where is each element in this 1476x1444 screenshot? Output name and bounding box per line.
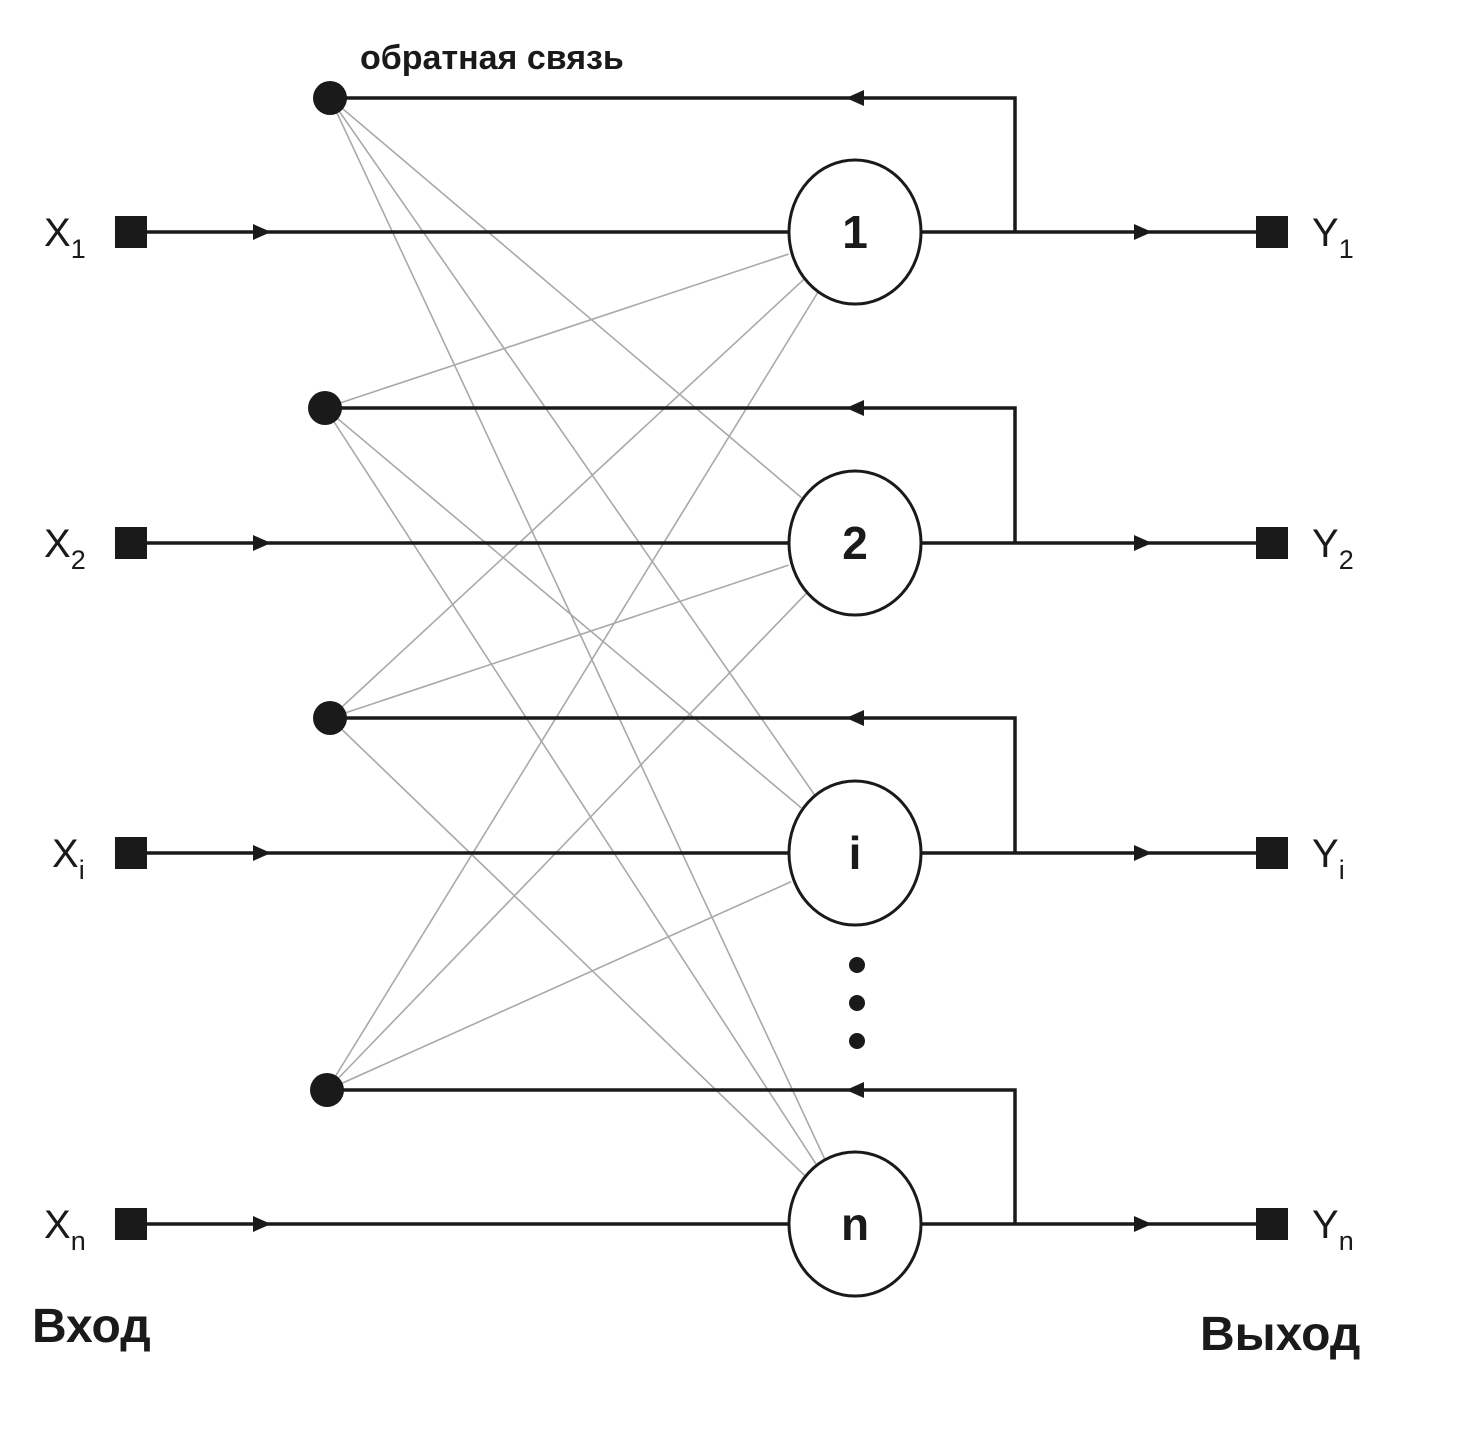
output-label-base: Y — [1312, 832, 1339, 876]
input-label-subscript: n — [71, 1226, 86, 1256]
ellipsis-dot — [849, 995, 865, 1011]
feedback-node — [308, 391, 342, 425]
feedback-node — [313, 701, 347, 735]
output-arrow — [1134, 1216, 1152, 1232]
input-label-base: X — [44, 1203, 71, 1247]
output-terminal — [1256, 527, 1288, 559]
output-label-base: Y — [1312, 211, 1339, 255]
input-terminal — [115, 216, 147, 248]
weighted-connection — [329, 278, 805, 719]
input-label-base: X — [52, 832, 79, 876]
feedback-line — [330, 716, 1017, 853]
weighted-connection — [329, 717, 806, 1176]
feedback-line — [330, 96, 1017, 232]
weighted-connection — [329, 97, 827, 1161]
output-arrow — [1134, 224, 1152, 240]
input-terminal — [115, 1208, 147, 1240]
neuron-n — [787, 1150, 923, 1298]
input-label: Xn — [44, 1203, 86, 1256]
feedback-arrow — [846, 90, 864, 106]
neuron-label: 1 — [842, 206, 868, 258]
neuron-label: i — [849, 827, 862, 879]
feedback-line — [325, 406, 1017, 543]
output-terminal — [1256, 216, 1288, 248]
neuron-2 — [787, 469, 923, 617]
output-label: Yn — [1312, 1203, 1354, 1256]
input-label-subscript: i — [79, 855, 85, 885]
neuron-label: 2 — [842, 517, 868, 569]
output-arrow — [1134, 535, 1152, 551]
input-label: Xi — [52, 832, 85, 885]
weighted-connection — [329, 564, 789, 719]
neuron-i — [787, 779, 923, 927]
feedback-line — [327, 1088, 1017, 1224]
output-label-subscript: i — [1339, 855, 1345, 885]
input-label-subscript: 2 — [71, 545, 86, 575]
input-arrow — [253, 1216, 271, 1232]
output-label-subscript: 1 — [1339, 234, 1354, 264]
output-label: Y2 — [1312, 522, 1354, 575]
input-arrow — [253, 535, 271, 551]
input-terminal — [115, 527, 147, 559]
output-label: Y1 — [1312, 211, 1354, 264]
output-section-label: Выход — [1200, 1308, 1360, 1361]
weighted-connection — [329, 97, 816, 796]
weighted-connection — [324, 407, 818, 1166]
feedback-arrow — [846, 1082, 864, 1098]
input-label-base: X — [44, 211, 71, 255]
weighted-connection — [324, 407, 802, 809]
ellipsis-dot — [849, 1033, 865, 1049]
feedback-label: обратная связь — [360, 39, 624, 77]
feedback-connections — [324, 97, 827, 1176]
ellipsis-dot — [849, 957, 865, 973]
input-label-subscript: 1 — [71, 234, 86, 264]
input-label: X1 — [44, 211, 86, 264]
output-label-base: Y — [1312, 522, 1339, 566]
input-arrow — [253, 224, 271, 240]
weighted-connection — [326, 291, 819, 1091]
feedback-node — [310, 1073, 344, 1107]
output-label-base: Y — [1312, 1203, 1339, 1247]
output-terminal — [1256, 837, 1288, 869]
input-label-base: X — [44, 522, 71, 566]
input-label: X2 — [44, 522, 86, 575]
feedback-arrow — [846, 400, 864, 416]
output-label: Yi — [1312, 832, 1345, 885]
weighted-connection — [329, 97, 803, 499]
feedback-arrow — [846, 710, 864, 726]
weighted-connection — [326, 880, 792, 1091]
output-arrow — [1134, 845, 1152, 861]
input-section-label: Вход — [32, 1300, 151, 1353]
output-terminal — [1256, 1208, 1288, 1240]
neuron-1 — [787, 158, 923, 306]
ellipsis-dots — [849, 957, 865, 1049]
weighted-connection — [326, 592, 807, 1091]
signal-lines — [147, 90, 1256, 1232]
input-terminal — [115, 837, 147, 869]
neuron-label: n — [841, 1198, 869, 1250]
output-label-subscript: n — [1339, 1226, 1354, 1256]
output-label-subscript: 2 — [1339, 545, 1354, 575]
weighted-connection — [324, 253, 789, 409]
feedback-node — [313, 81, 347, 115]
input-arrow — [253, 845, 271, 861]
